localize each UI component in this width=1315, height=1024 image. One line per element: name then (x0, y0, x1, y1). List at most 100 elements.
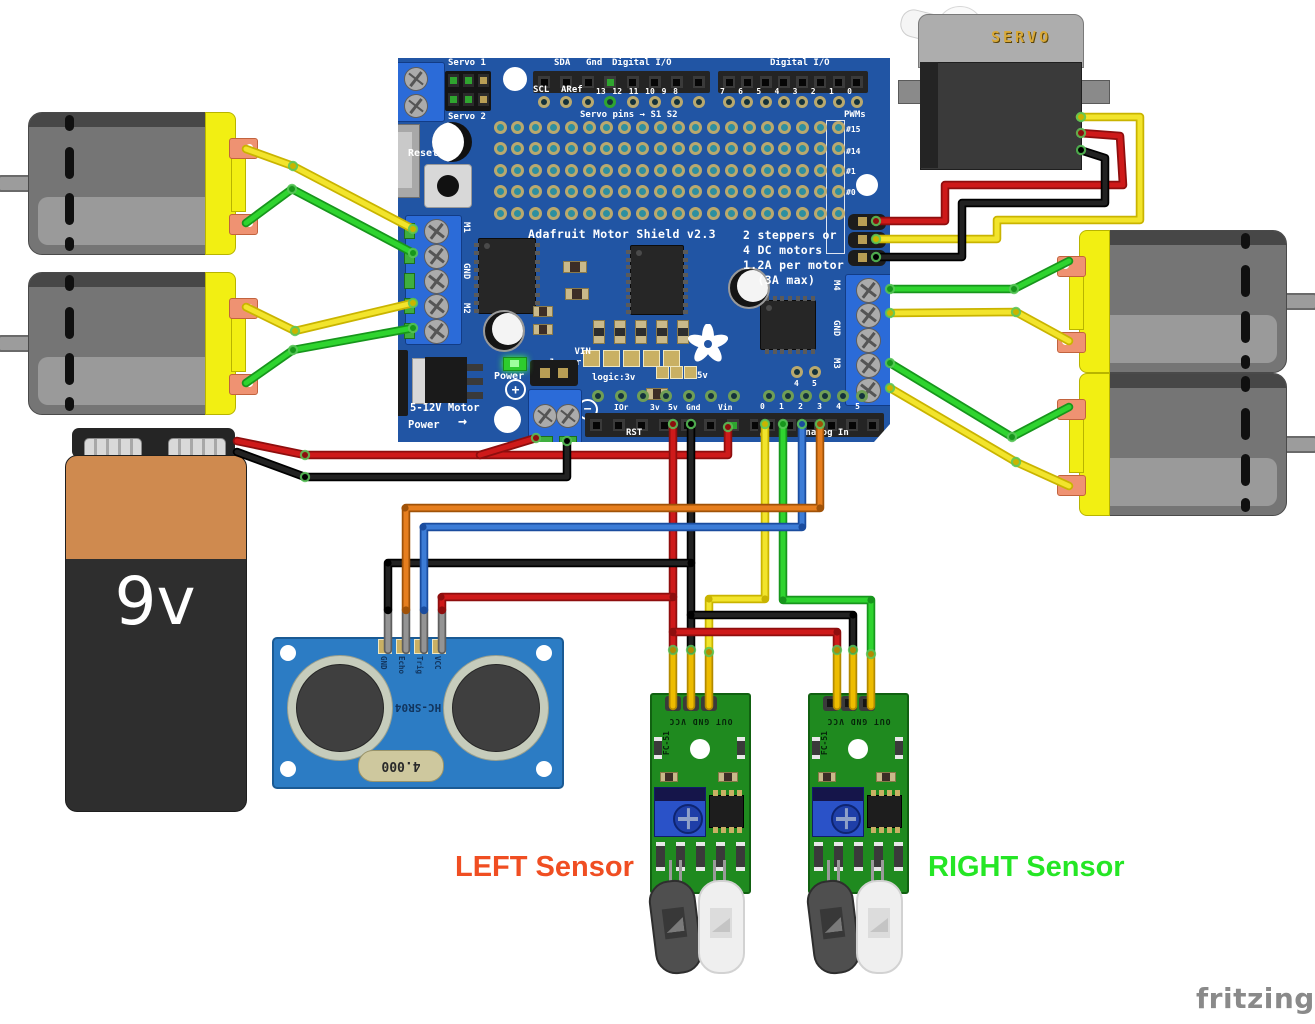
wire-hcsr04-vcc[interactable] (437, 592, 678, 615)
wire-m3-yellow[interactable] (885, 383, 1074, 491)
wire-m4-yellow[interactable] (887, 309, 1072, 344)
wire-hcsr04-echo-a3[interactable] (403, 421, 823, 613)
wire-m1-green[interactable] (243, 186, 416, 256)
terminal-block-m4-m3[interactable] (845, 274, 900, 406)
wire-battery-negative[interactable] (234, 438, 570, 480)
wire-hcsr04-trig-a2[interactable] (419, 419, 807, 615)
terminal-contact (404, 323, 415, 339)
motor-m4[interactable] (1057, 230, 1315, 373)
header-pin[interactable] (741, 76, 753, 88)
header-pin[interactable] (784, 419, 796, 431)
wire-hcsr04-echo-a3[interactable] (401, 419, 825, 615)
battery-9v[interactable]: 9v (65, 428, 247, 812)
header-pin[interactable] (814, 76, 826, 88)
servo1-2-header[interactable] (445, 71, 491, 111)
wire-vcc-branch-right[interactable] (670, 629, 840, 653)
terminal-contact (890, 332, 901, 348)
chip-pin (626, 295, 631, 299)
wire-hcsr04-trig-a2[interactable] (421, 421, 805, 613)
wire-hcsr04-vcc[interactable] (439, 594, 676, 613)
pin-number-label: 13 (596, 87, 606, 96)
wire-gnd-branch-right[interactable] (686, 610, 858, 655)
motor-m3[interactable] (1057, 373, 1315, 516)
wire-m3-green[interactable] (887, 360, 1072, 440)
wire-a1-irright-out[interactable] (780, 421, 874, 655)
header-pin[interactable] (604, 76, 616, 88)
header-pin[interactable] (582, 76, 594, 88)
wire-battery-negative[interactable] (232, 436, 572, 482)
motor-power-terminal[interactable] (528, 389, 582, 444)
wire-m2-green[interactable] (241, 323, 418, 388)
power-header[interactable] (585, 413, 767, 437)
header-pin[interactable] (704, 419, 716, 431)
servo-header-pin[interactable] (848, 232, 886, 248)
header-pin[interactable] (693, 76, 705, 88)
hcsr04-ultrasonic-sensor[interactable]: GND Echo Trig VCC HC-SR04 4.000 (272, 637, 564, 789)
header-pin[interactable] (727, 419, 739, 431)
ir-sensor-right[interactable]: OUT GND VCC FC-51 (804, 693, 909, 977)
wire-vcc-branch-right[interactable] (668, 627, 842, 655)
header-pin[interactable] (560, 76, 572, 88)
servo-header-pin[interactable] (848, 250, 886, 266)
motor-m2[interactable] (0, 272, 258, 415)
ir-sensitivity-potentiometer[interactable] (654, 787, 706, 837)
terminal-contact (890, 382, 901, 398)
wire-m1-green[interactable] (241, 184, 418, 258)
header-pin[interactable] (590, 419, 602, 431)
digital-header-left[interactable] (533, 71, 710, 93)
adafruit-motor-shield[interactable]: Servo 1 Servo 2 SDA Gnd Digital I/O Digi… (398, 58, 890, 442)
wire-m2-green[interactable] (243, 325, 416, 386)
wire-m4-yellow[interactable] (885, 307, 1074, 346)
servo-motor[interactable]: SERVO (895, 2, 1110, 172)
screw-terminal-topleft[interactable] (393, 62, 445, 122)
chip-dot (766, 305, 772, 311)
wire-hcsr04-gnd[interactable] (383, 558, 696, 615)
ir-sensitivity-potentiometer[interactable] (812, 787, 864, 837)
wire-m1-yellow[interactable] (243, 146, 416, 232)
header-pin[interactable] (613, 419, 625, 431)
header-pin[interactable] (867, 419, 879, 431)
wire-a0-irleft-out[interactable] (706, 421, 768, 653)
header-pin[interactable] (627, 76, 639, 88)
servo-header-pin[interactable] (848, 214, 886, 230)
header-pin[interactable] (681, 419, 693, 431)
wire-m4-green[interactable] (887, 258, 1072, 292)
wire-m2-yellow[interactable] (243, 300, 416, 334)
ir-sensor-left[interactable]: OUT GND VCC FC-51 (646, 693, 751, 977)
wire-m4-green[interactable] (885, 256, 1074, 294)
header-pin[interactable] (760, 76, 772, 88)
wire-m1-yellow[interactable] (241, 144, 418, 234)
wire-bendpoint (687, 611, 695, 619)
header-pin[interactable] (778, 76, 790, 88)
wire-m2-yellow[interactable] (241, 298, 418, 336)
motor-m1[interactable] (0, 112, 258, 255)
wire-m3-yellow[interactable] (887, 385, 1072, 489)
wire-a0-irleft-out[interactable] (704, 419, 770, 655)
chip-pin (729, 827, 734, 833)
header-pin[interactable] (538, 76, 550, 88)
header-pin[interactable] (659, 419, 671, 431)
header-pin[interactable] (796, 76, 808, 88)
header-pin[interactable] (723, 76, 735, 88)
header-pin[interactable] (833, 76, 845, 88)
reset-button[interactable] (424, 164, 472, 208)
proto-hole-center (568, 167, 575, 174)
wire-hcsr04-gnd[interactable] (385, 560, 694, 613)
terminal-block-m1-m2[interactable] (405, 215, 462, 345)
proto-hole (654, 121, 667, 134)
proto-hole-center (514, 188, 521, 195)
chip-pin (474, 268, 479, 272)
header-pin[interactable] (851, 76, 863, 88)
header-pin[interactable] (649, 76, 661, 88)
proto-hole-center (692, 167, 699, 174)
breakout-hole (649, 96, 661, 108)
breakout-hole (592, 390, 604, 402)
wire-a1-irright-out[interactable] (778, 419, 876, 657)
wire-gnd-branch-right[interactable] (688, 612, 856, 653)
vin-jumper-block[interactable] (530, 360, 578, 386)
digital-header-right[interactable] (718, 71, 868, 93)
voltage-regulator-body (425, 357, 467, 403)
wire-m3-green[interactable] (885, 358, 1074, 442)
header-pin[interactable] (671, 76, 683, 88)
